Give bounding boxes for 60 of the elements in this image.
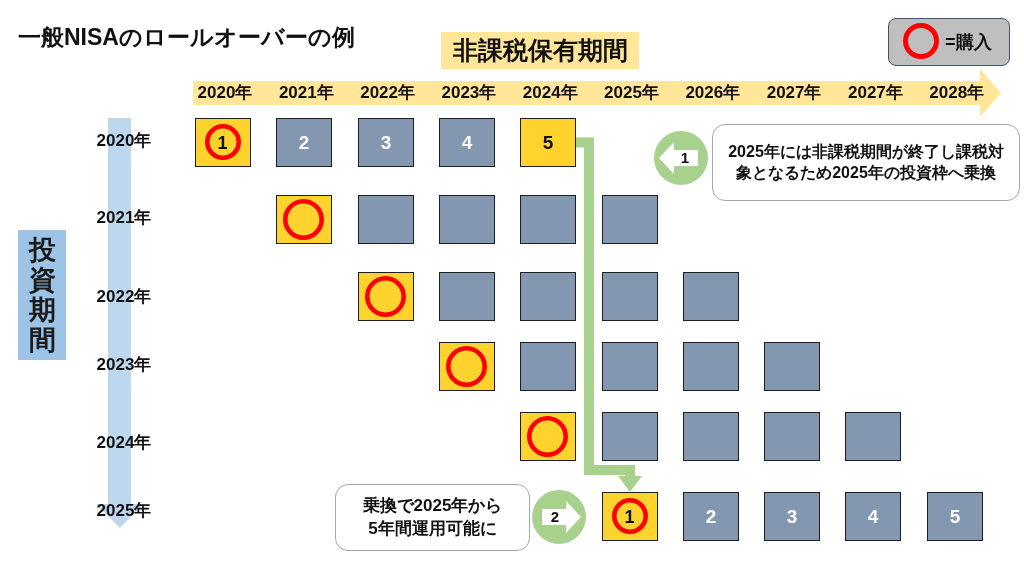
timeline-arrow	[193, 69, 1001, 117]
cell-number: 1	[217, 133, 228, 153]
investment-box: 4	[845, 492, 901, 541]
year-label: 2026年	[685, 83, 741, 103]
header-band: 非課税保有期間	[441, 32, 639, 69]
legend-text: =購入	[945, 31, 992, 53]
investment-box	[358, 195, 414, 244]
investment-box	[764, 342, 820, 391]
year-label: 2021年	[278, 83, 334, 103]
investment-box	[439, 342, 495, 391]
investment-box	[602, 342, 658, 391]
investment-box	[683, 412, 739, 461]
year-label: 2021年	[96, 208, 152, 228]
investment-box	[439, 195, 495, 244]
investment-box	[520, 195, 576, 244]
year-label: 2020年	[197, 83, 253, 103]
step-badge	[654, 131, 708, 185]
callout-box: 2025年には非課税期間が終了し課税対象となるため2025年の投資枠へ乗換	[712, 124, 1020, 201]
connector-arrow	[576, 137, 642, 492]
investment-box	[520, 272, 576, 321]
cell-number: 1	[624, 507, 635, 527]
step-number: 1	[680, 148, 690, 168]
callout-box: 乗換で2025年から5年間運用可能に	[335, 484, 530, 551]
investment-box	[602, 412, 658, 461]
investment-box	[602, 195, 658, 244]
step-badge	[532, 490, 586, 544]
investment-box	[195, 118, 251, 167]
investment-box	[845, 412, 901, 461]
title: 一般NISAのロールオーバーの例	[18, 23, 355, 52]
investment-box	[439, 272, 495, 321]
investment-box	[602, 492, 658, 541]
investment-box	[683, 272, 739, 321]
investment-box	[764, 412, 820, 461]
year-label: 2023年	[441, 83, 497, 103]
year-label: 2024年	[522, 83, 578, 103]
investment-box: 2	[276, 118, 332, 167]
investment-box	[520, 412, 576, 461]
investment-box	[520, 342, 576, 391]
investment-box: 5	[520, 118, 576, 167]
year-label: 2023年	[96, 355, 152, 375]
investment-box	[602, 272, 658, 321]
investment-box: 4	[439, 118, 495, 167]
year-label: 2022年	[360, 83, 415, 103]
investment-box: 2	[683, 492, 739, 541]
investment-box: 3	[358, 118, 414, 167]
investment-box	[358, 272, 414, 321]
year-label: 2020年	[96, 131, 152, 151]
year-label: 2027年	[766, 83, 822, 103]
vertical-label-box: 投資期間	[18, 230, 66, 360]
year-label: 2027年	[848, 83, 903, 103]
investment-box: 3	[764, 492, 820, 541]
investment-box	[683, 342, 739, 391]
year-label: 2028年	[929, 83, 985, 103]
investment-box	[276, 195, 332, 244]
year-label: 2025年	[604, 83, 659, 103]
year-label: 2022年	[96, 287, 152, 307]
year-label: 2025年	[96, 501, 152, 521]
year-label: 2024年	[96, 433, 152, 453]
step-number: 2	[550, 507, 560, 527]
investment-box: 5	[927, 492, 983, 541]
